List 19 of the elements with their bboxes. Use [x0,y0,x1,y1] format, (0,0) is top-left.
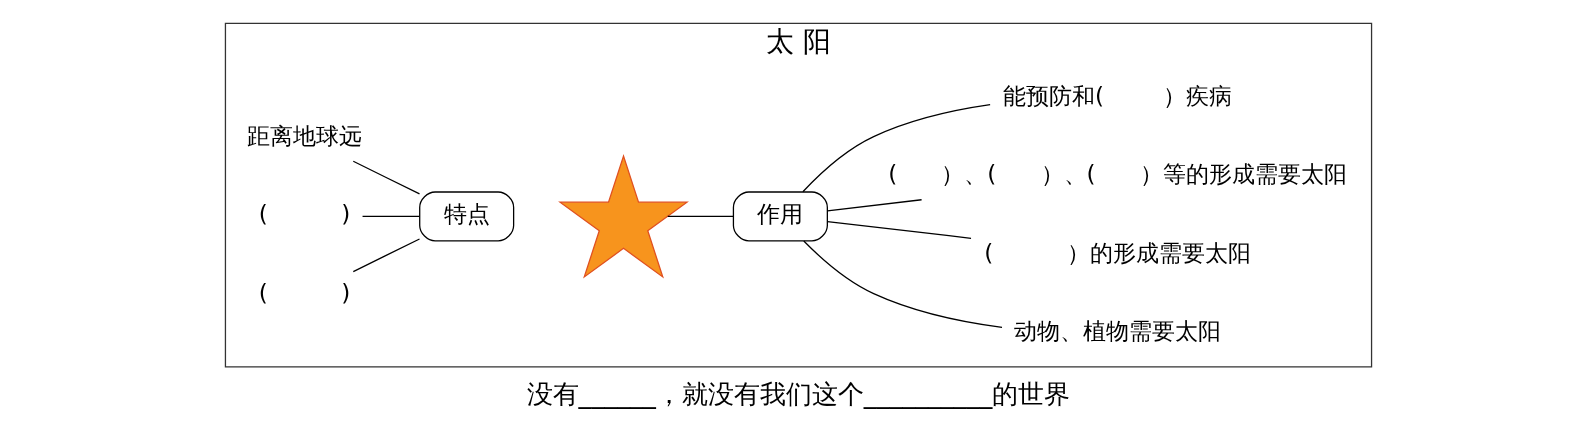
node-text: 距离地球远 [246,122,362,149]
node-text: ( ）的形成需要太阳 [983,239,1251,266]
connector [826,221,972,239]
connector [666,215,734,218]
node-box: 作用 [732,191,828,242]
node-text: ( ) [258,201,350,228]
connector [352,238,420,273]
node-box: 特点 [418,191,514,242]
node-text: 动物、植物需要太阳 [1013,318,1221,345]
connector [801,104,991,193]
picture [557,153,689,279]
node-text: ( ) [258,279,350,306]
caption: 没有______，就没有我们这个__________的世界 [526,378,1070,409]
connector [826,199,922,212]
connector [352,160,420,195]
connector [361,215,420,218]
node-text: ( ）、( ）、( ）等的形成需要太阳 [887,161,1347,188]
node-text: 能预防和( ）疾病 [1002,82,1232,109]
connector [802,240,1003,328]
